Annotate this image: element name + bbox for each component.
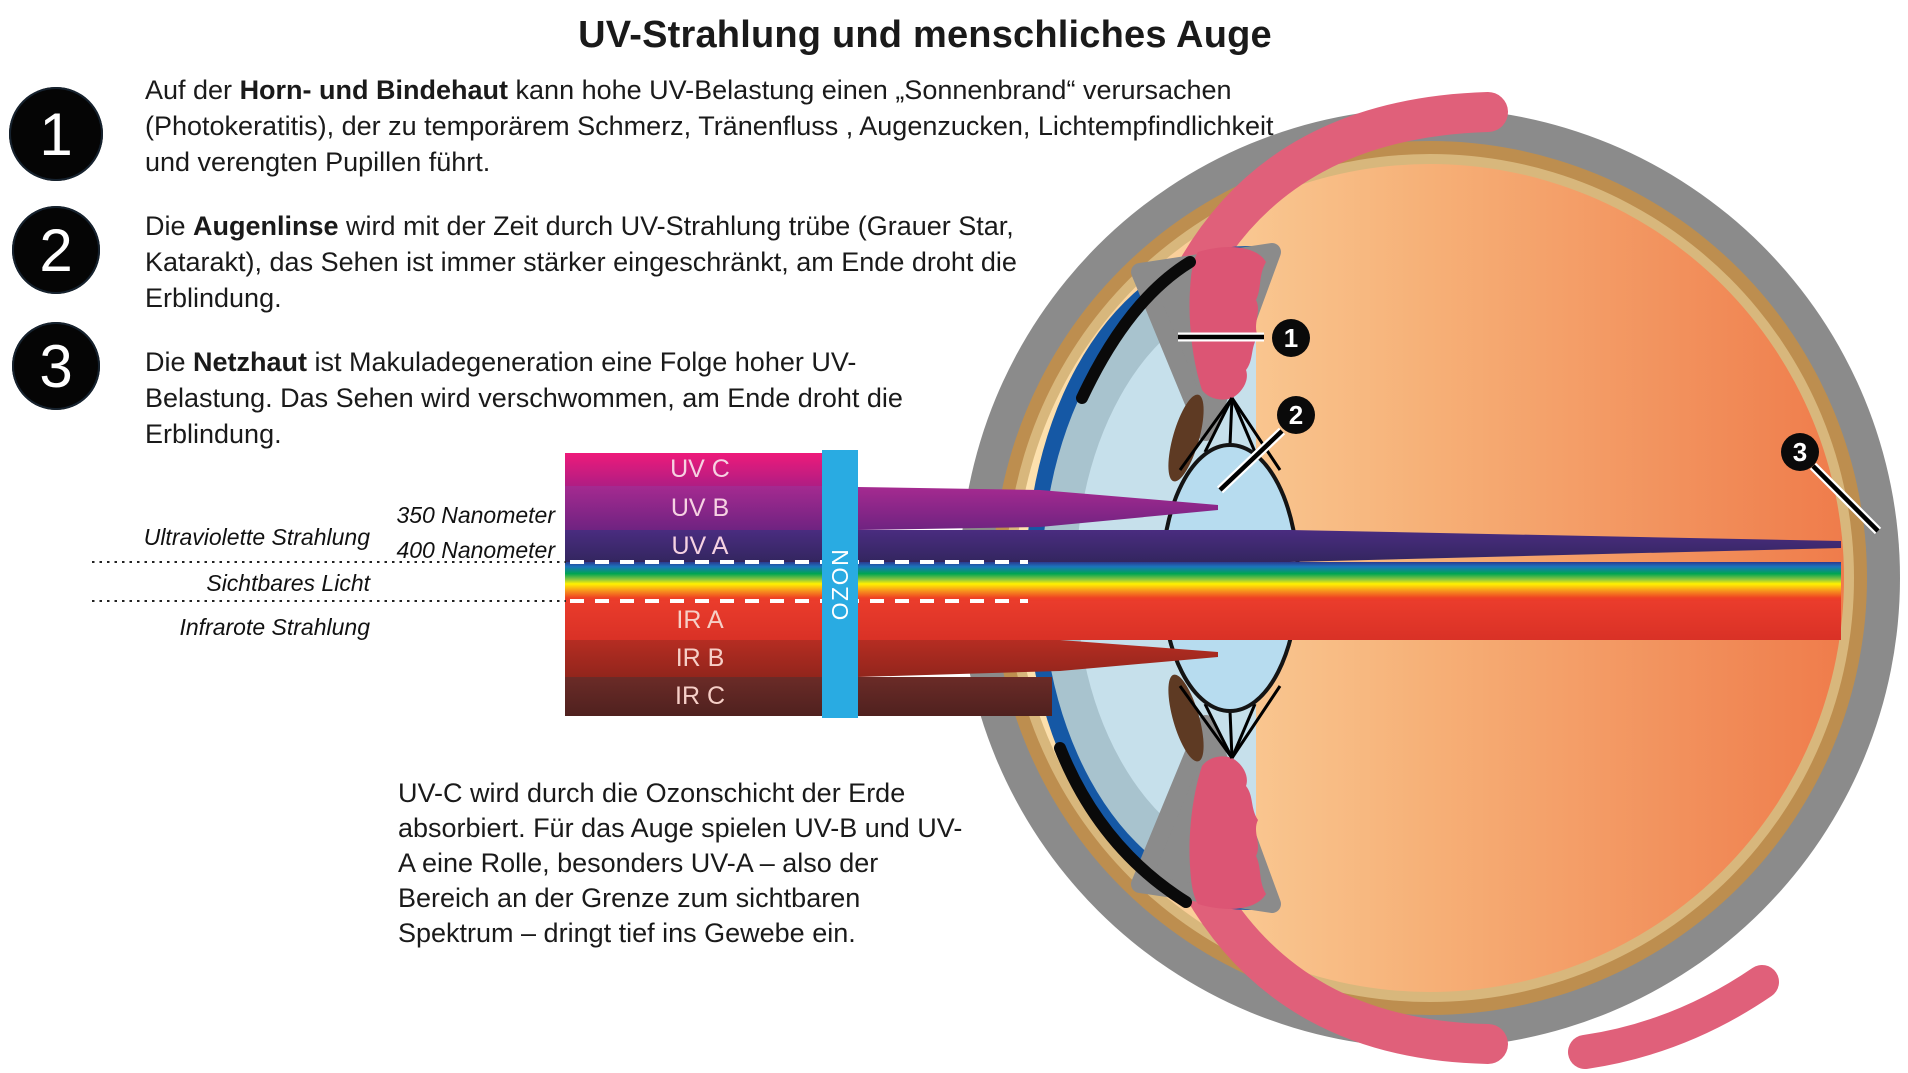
eye-marker-3: 3 xyxy=(1781,433,1819,471)
spectrum-beams xyxy=(92,450,1841,718)
eye-marker-1: 1 xyxy=(1272,319,1310,357)
beam-ir-b xyxy=(858,640,1218,677)
band-label-ir-c: IR C xyxy=(675,682,725,710)
superior-muscle xyxy=(1178,92,1508,288)
label-ultraviolet-radiation: Ultraviolette Strahlung xyxy=(143,524,370,550)
band-ir-b xyxy=(565,640,858,677)
list-badge-2: 2 xyxy=(12,206,100,294)
label-400-nanometer: 400 Nanometer xyxy=(396,537,555,563)
band-label-uv-b: UV B xyxy=(670,494,730,522)
paragraph-lens: Die Augenlinse wird mit der Zeit durch U… xyxy=(145,208,1165,316)
list-badge-3: 3 xyxy=(12,322,100,410)
paragraph-1-prefix: Auf der xyxy=(145,75,240,105)
paragraph-retina: Die Netzhaut ist Makuladegeneration eine… xyxy=(145,344,1045,452)
list-badge-1: 1 xyxy=(9,87,103,181)
paragraph-2-term: Augenlinse xyxy=(193,211,339,241)
iris-bottom xyxy=(1168,674,1204,762)
beam-visible-light xyxy=(565,562,1841,601)
pointer-line-3 xyxy=(1811,464,1880,533)
paragraph-1-suffix: kann hohe UV-Belastung einen „Sonnenbran… xyxy=(508,75,1232,105)
list-badge-3-number: 3 xyxy=(39,332,73,400)
iris-top xyxy=(1168,394,1204,482)
zonule-fibers-top xyxy=(1178,397,1282,471)
paragraph-3-suffix: ist Makuladegeneration eine Folge hoher … xyxy=(307,347,857,377)
band-label-uv-a: UV A xyxy=(671,532,729,560)
uv-c-note: UV-C wird durch die Ozonschicht der Erde… xyxy=(398,778,963,948)
band-uv-c xyxy=(565,453,858,486)
paragraph-3-prefix: Die xyxy=(145,347,194,377)
eyelid-arc-bottom xyxy=(1054,742,1192,908)
label-visible-light: Sichtbares Licht xyxy=(206,570,370,596)
eye-marker-3-number: 3 xyxy=(1792,436,1808,467)
inferior-muscle xyxy=(1182,866,1508,1064)
pointer-line-2 xyxy=(1218,429,1284,492)
paragraph-cornea: Auf der Horn- und Bindehaut kann hohe UV… xyxy=(145,72,1405,180)
ciliary-body-top xyxy=(1189,247,1266,400)
band-ir-c xyxy=(565,677,858,716)
paragraph-1-term: Horn- und Bindehaut xyxy=(239,75,509,105)
paragraph-1-rest: (Photokeratitis), der zu temporärem Schm… xyxy=(145,111,1274,177)
band-uv-a xyxy=(565,530,858,562)
band-label-ir-a: IR A xyxy=(676,606,724,634)
paragraph-2-suffix: wird mit der Zeit durch UV-Strahlung trü… xyxy=(338,211,1014,241)
list-badge-2-number: 2 xyxy=(39,216,73,284)
band-label-uv-c: UV C xyxy=(670,455,730,483)
inferior-muscle-segment xyxy=(1568,965,1779,1069)
band-uv-b xyxy=(565,486,858,530)
paragraph-2-prefix: Die xyxy=(145,211,194,241)
beam-uv-b xyxy=(858,487,1218,530)
beam-ir-a xyxy=(565,601,1841,640)
page-title: UV-Strahlung und menschliches Auge xyxy=(578,14,1272,56)
eye-marker-1-number: 1 xyxy=(1283,322,1299,353)
paragraph-3-rest: Belastung. Das Sehen wird verschwommen, … xyxy=(145,383,903,449)
paragraph-3-term: Netzhaut xyxy=(193,347,308,377)
zonule-fibers-bottom xyxy=(1178,685,1282,759)
marker-pointer-lines xyxy=(1178,332,1882,535)
ozone-bar xyxy=(822,450,858,718)
list-badge-1-number: 1 xyxy=(39,100,73,168)
beam-uv-a xyxy=(858,530,1841,562)
ciliary-body-bottom xyxy=(1189,756,1266,909)
beam-ir-c xyxy=(858,677,1052,716)
label-infrared-radiation: Infrarote Strahlung xyxy=(179,614,370,640)
ozone-label: OZON xyxy=(827,547,853,621)
eye-marker-2: 2 xyxy=(1277,396,1315,434)
band-label-ir-b: IR B xyxy=(675,644,725,672)
label-350-nanometer: 350 Nanometer xyxy=(396,502,555,528)
eyelid-arc-top xyxy=(1076,256,1196,404)
eye-marker-2-number: 2 xyxy=(1288,399,1304,430)
paragraph-2-rest: Katarakt), das Sehen ist immer stärker e… xyxy=(145,247,1017,313)
